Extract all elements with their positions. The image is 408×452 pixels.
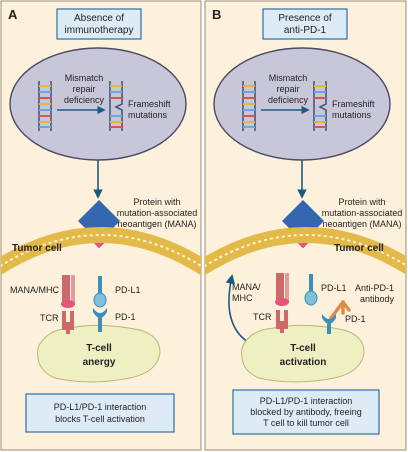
panel-a-dna-mutated-icon: [109, 81, 123, 131]
panel-b-header: Presence of anti-PD-1: [262, 8, 348, 40]
panel-a-protein-label-2: mutation-associated: [117, 208, 198, 218]
panel-a-mana-label: MANA/MHC: [10, 285, 59, 295]
panel-b-tcr-label: TCR: [253, 312, 272, 322]
panel-a-header-line-2: immunotherapy: [65, 25, 134, 36]
panel-a-tumor-membrane: [1, 227, 201, 276]
panel-b-pd1-icon: [322, 314, 336, 334]
panel-b-protein-label-1: Protein with: [338, 197, 385, 207]
panel-b-footer-line-3: T cell to kill tumor cell: [263, 418, 349, 428]
panel-b-tcell-label-1: T-cell: [290, 343, 316, 354]
panel-b-tcell-label-2: activation: [280, 357, 327, 368]
panel-b-pd1-label: PD-1: [345, 314, 366, 324]
panel-a-header: Absence of immunotherapy: [56, 8, 142, 40]
panel-b-mana-label-1: MANA/: [232, 282, 261, 292]
panel-a-header-box: [56, 8, 142, 40]
panel-a-tcr-label: TCR: [40, 313, 59, 323]
panel-b-mmr-label-2: repair: [276, 84, 299, 94]
panel-b-header-line-2: anti-PD-1: [284, 25, 327, 36]
panel-b-footer: PD-L1/PD-1 interaction blocked by antibo…: [232, 389, 380, 435]
panel-b-tcr-icon: [276, 310, 288, 333]
panel-a-tcr-icon: [62, 311, 74, 334]
panel-a-mhc-icon: [61, 275, 75, 308]
panel-b-antibody-icon: [329, 300, 351, 320]
panel-b-pdl1-label: PD-L1: [321, 283, 347, 293]
panel-a-footer-line-1: PD-L1/PD-1 interaction: [54, 402, 147, 412]
panel-a-footer: PD-L1/PD-1 interaction blocks T-cell act…: [25, 393, 175, 433]
panel-b-protein-label-3: neoantigen (MANA): [322, 219, 401, 229]
panel-a-protein-label-1: Protein with: [133, 197, 180, 207]
panel-b-dna-normal-icon: [242, 81, 256, 131]
panel-a-footer-box: [25, 393, 175, 433]
panel-a-tcell-label-1: T-cell: [86, 343, 112, 354]
panel-a-letter: A: [8, 7, 18, 22]
panel-b-tumor-label: Tumor cell: [334, 243, 384, 254]
panel-b-antibody-label-1: Anti-PD-1: [355, 283, 394, 293]
panel-b-tumor-membrane: [205, 227, 406, 276]
panel-a: A Absence of immunotherapy: [0, 0, 202, 451]
panel-a-header-line-1: Absence of: [74, 13, 124, 24]
panel-b-header-box: [262, 8, 348, 40]
panel-b-footer-box: [232, 389, 380, 435]
panel-a-pdl1-label: PD-L1: [115, 285, 141, 295]
panel-a-frameshift-label-2: mutations: [128, 110, 168, 120]
panel-a-mmr-label-3: deficiency: [64, 95, 105, 105]
panel-b-tcell: [241, 324, 365, 383]
panel-a-mmr-label-1: Mismatch: [65, 73, 104, 83]
panel-a-dna-normal-icon: [38, 81, 52, 131]
panel-b-pdl1-icon: [304, 274, 318, 306]
panel-b-protein-label-2: mutation-associated: [322, 208, 403, 218]
panel-b: B Presence of anti-PD-1: [204, 0, 407, 451]
panel-b-mmr-label-3: deficiency: [268, 95, 309, 105]
panel-a-pd1-icon: [93, 308, 107, 332]
panel-b-footer-line-2: blocked by antibody, freeing: [250, 407, 361, 417]
panel-b-frameshift-label-1: Frameshift: [332, 99, 375, 109]
panel-b-frameshift-label-2: mutations: [332, 110, 372, 120]
panel-b-mana-label-2: MHC: [232, 293, 253, 303]
panel-b-footer-line-1: PD-L1/PD-1 interaction: [260, 396, 353, 406]
panel-b-dna-mutated-icon: [313, 81, 327, 131]
panel-a-pd1-label: PD-1: [115, 312, 136, 322]
panel-b-header-line-1: Presence of: [278, 13, 332, 24]
panel-a-mmr-label-2: repair: [72, 84, 95, 94]
panel-a-pdl1-icon: [93, 276, 107, 308]
panel-b-antibody-label-2: antibody: [360, 294, 395, 304]
panel-a-frameshift-label-1: Frameshift: [128, 99, 171, 109]
panel-a-footer-line-2: blocks T-cell activation: [55, 414, 145, 424]
panel-a-tumor-label: Tumor cell: [12, 243, 62, 254]
panel-b-mhc-icon: [275, 273, 289, 306]
panel-a-tcell-label-2: anergy: [83, 357, 116, 368]
panel-b-mmr-label-1: Mismatch: [269, 73, 308, 83]
panel-a-protein-label-3: neoantigen (MANA): [117, 219, 196, 229]
panel-b-letter: B: [212, 7, 221, 22]
